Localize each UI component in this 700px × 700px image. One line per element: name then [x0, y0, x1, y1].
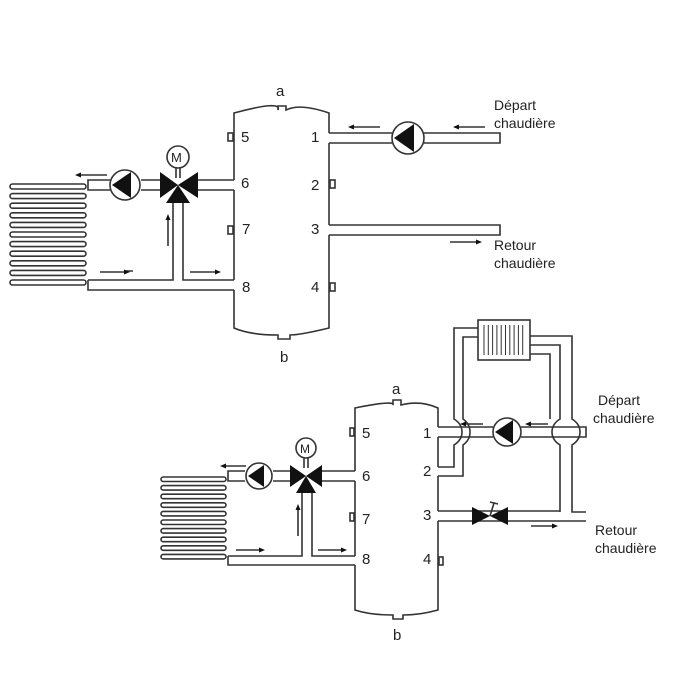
port-label-4: 4 [423, 551, 431, 568]
port-label-6: 6 [241, 175, 249, 192]
coil-loop [160, 510, 227, 517]
port-label-5: 5 [362, 425, 370, 442]
coil-loop [160, 536, 227, 543]
supply-pipe [329, 132, 501, 144]
port-label-2: 2 [423, 463, 431, 480]
coil-loop [9, 212, 87, 219]
coil-loop [9, 279, 87, 286]
coil-loop [160, 493, 227, 500]
supply-pipe [438, 426, 587, 438]
return-label-line2: chaudière [494, 255, 556, 271]
bottom-diagram: a b 5 6 7 8 1 2 3 4 Départ chaudière [160, 319, 657, 644]
tank-bottom-label: b [280, 349, 288, 366]
pump-icon [492, 417, 522, 447]
port-label-8: 8 [362, 551, 370, 568]
buffer-tank [349, 399, 444, 620]
three-way-valve-icon: M [290, 437, 322, 493]
return-label-line2: chaudière [595, 540, 657, 556]
port-label-6: 6 [362, 468, 370, 485]
coil-loop [160, 476, 227, 483]
port-stub-4 [329, 282, 336, 292]
return-label-line1: Retour [595, 522, 637, 538]
pump-icon [391, 121, 425, 155]
three-way-valve-icon: M [160, 145, 198, 203]
radiator-return-pipe [530, 344, 561, 512]
return-pipe [438, 510, 586, 522]
pump-icon [109, 169, 141, 201]
underfloor-coil-icon [9, 183, 87, 286]
radiator-supply-pipe [438, 327, 478, 477]
coil-loop [160, 501, 227, 509]
coil-loop [160, 553, 227, 560]
coil-loop [9, 192, 87, 200]
coil-loop [9, 259, 87, 267]
port-label-4: 4 [311, 279, 319, 296]
port-label-2: 2 [311, 177, 319, 194]
radiator-icon [477, 319, 531, 361]
tank-top-label: a [392, 381, 401, 398]
coil-loop [9, 231, 87, 238]
buffer-tank [227, 104, 336, 340]
coil-loop [160, 544, 227, 552]
coil-loop [160, 527, 227, 534]
port-stub-7 [227, 225, 234, 235]
heating-return-pipe [87, 200, 234, 291]
underfloor-coil-icon [160, 476, 227, 560]
port-label-8: 8 [242, 279, 250, 296]
coil-loop [9, 250, 87, 257]
coil-loop [9, 240, 87, 248]
port-label-1: 1 [423, 425, 431, 442]
coil-loop [160, 484, 227, 491]
supply-label-line1: Départ [598, 392, 640, 408]
coil-loop [160, 519, 227, 526]
port-label-5: 5 [241, 129, 249, 146]
coil-loop [9, 269, 87, 277]
coil-loop [9, 202, 87, 209]
port-label-1: 1 [311, 129, 319, 146]
motor-label: M [300, 442, 310, 456]
port-label-3: 3 [423, 507, 431, 524]
pump-icon [245, 462, 273, 490]
supply-label-line2: chaudière [494, 115, 556, 131]
supply-label-line1: Départ [494, 97, 536, 113]
tank-bottom-label: b [393, 627, 401, 644]
supply-label-line2: chaudière [593, 410, 655, 426]
coil-loop [9, 221, 87, 229]
port-label-7: 7 [362, 511, 370, 528]
port-label-7: 7 [242, 221, 250, 238]
top-diagram: a b 5 6 7 8 1 2 3 4 Départ chaudière Ret… [9, 83, 556, 366]
return-pipe [329, 224, 501, 236]
return-label-line1: Retour [494, 237, 536, 253]
balancing-valve-icon [472, 501, 508, 525]
motor-label: M [171, 150, 182, 165]
tank-top-label: a [276, 83, 285, 100]
port-label-3: 3 [311, 221, 319, 238]
coil-loop [9, 183, 87, 190]
port-stub-5 [227, 132, 234, 142]
heating-supply-pipe [87, 179, 234, 191]
port-stub-2 [329, 179, 336, 189]
radiator-body [477, 319, 531, 361]
